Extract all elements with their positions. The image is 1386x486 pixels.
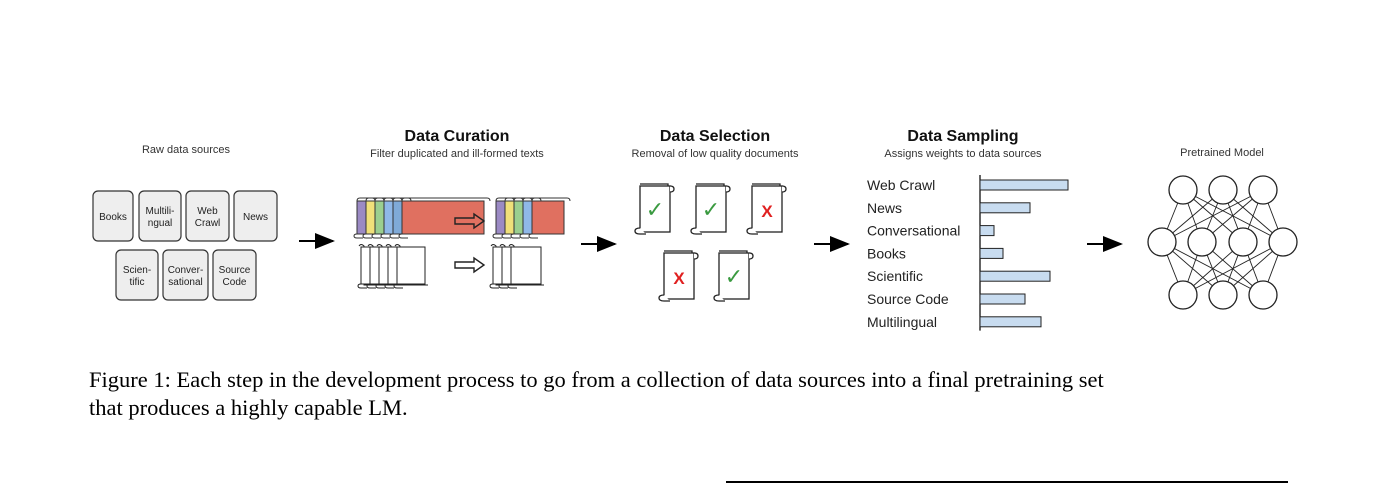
selection-doc: ✓ — [634, 183, 675, 235]
caption-line-1: Figure 1: Each step in the development p… — [89, 367, 1104, 392]
category-label: Multilingual — [867, 314, 937, 330]
sampling-title: Data Sampling — [907, 128, 1018, 145]
check-mark-icon: ✓ — [725, 264, 743, 289]
cross-mark-icon: X — [673, 269, 685, 288]
neural-network-icon — [1147, 175, 1298, 310]
bar — [979, 179, 1069, 191]
selection-illustration: ✓ ✓ X X ✓ — [634, 183, 787, 302]
source-box: Multili-ngual — [138, 190, 182, 242]
curation-subtitle: Filter duplicated and ill-formed texts — [370, 148, 544, 160]
source-label: News — [243, 212, 268, 223]
footnote-rule — [726, 481, 1288, 483]
plain-doc — [507, 244, 544, 289]
category-label: Books — [867, 245, 906, 261]
source-box: News — [233, 190, 278, 242]
colored-doc — [398, 197, 491, 239]
nn-node — [1268, 227, 1298, 257]
check-mark-icon: ✓ — [646, 197, 664, 222]
sampling-bar-chart: Web CrawlNewsConversationalBooksScientif… — [867, 175, 1069, 331]
source-label: Books — [99, 212, 127, 223]
selection-doc: X — [658, 250, 699, 302]
nn-node — [1168, 175, 1198, 205]
source-box: Scien-tific — [115, 249, 159, 301]
pipeline-arrows — [299, 233, 1123, 252]
nn-node — [1208, 280, 1238, 310]
bar — [979, 225, 995, 237]
nn-node — [1248, 175, 1278, 205]
source-label: sational — [168, 277, 202, 288]
nn-node — [1208, 175, 1238, 205]
plain-docs-before — [357, 244, 428, 289]
nn-node — [1187, 227, 1217, 257]
source-label: Conver- — [168, 265, 204, 276]
category-label: Conversational — [867, 223, 960, 239]
nn-connections — [1161, 189, 1284, 296]
nn-node — [1147, 227, 1177, 257]
source-box: Conver-sational — [162, 249, 209, 301]
source-box: Books — [92, 190, 134, 242]
source-label: tific — [130, 277, 145, 288]
caption-line-2: that produces a highly capable LM. — [89, 395, 408, 420]
nn-node — [1168, 280, 1198, 310]
colored-doc — [528, 197, 571, 239]
category-label: Source Code — [867, 291, 949, 307]
selection-subtitle: Removal of low quality documents — [632, 148, 799, 160]
source-label: Source — [219, 265, 251, 276]
category-label: Scientific — [867, 268, 923, 284]
check-mark-icon: ✓ — [702, 197, 720, 222]
hollow-arrow-icon — [454, 212, 486, 230]
selection-doc: ✓ — [713, 250, 754, 302]
hollow-arrow-icon — [454, 256, 486, 274]
cross-mark-icon: X — [761, 202, 773, 221]
plain-docs-after — [489, 244, 544, 289]
source-label: Code — [223, 277, 247, 288]
selection-doc: ✓ — [690, 183, 731, 235]
category-label: Web Crawl — [867, 177, 935, 193]
raw-sources-title: Raw data sources — [142, 144, 231, 156]
bar — [979, 202, 1031, 214]
source-label: ngual — [148, 218, 172, 229]
nn-node — [1228, 227, 1258, 257]
bar — [979, 270, 1051, 282]
plain-doc — [393, 244, 428, 289]
curation-title: Data Curation — [405, 128, 510, 145]
curation-illustration — [353, 197, 571, 289]
colored-docs-after — [492, 197, 571, 239]
sampling-subtitle: Assigns weights to data sources — [884, 148, 1042, 160]
bar — [979, 293, 1026, 305]
source-label: Web — [197, 206, 218, 217]
source-label: Multili- — [146, 206, 175, 217]
source-label: Crawl — [195, 218, 221, 229]
selection-title: Data Selection — [660, 128, 770, 145]
bar — [979, 247, 1004, 259]
source-label: Scien- — [123, 265, 151, 276]
category-label: News — [867, 200, 902, 216]
selection-doc: X — [746, 183, 787, 235]
model-title: Pretrained Model — [1180, 147, 1264, 159]
bar — [979, 316, 1042, 328]
nn-node — [1248, 280, 1278, 310]
raw-sources-group: BooksMultili-ngualWebCrawlNewsScien-tifi… — [92, 190, 278, 301]
figure-caption: Figure 1: Each step in the development p… — [89, 366, 1319, 422]
